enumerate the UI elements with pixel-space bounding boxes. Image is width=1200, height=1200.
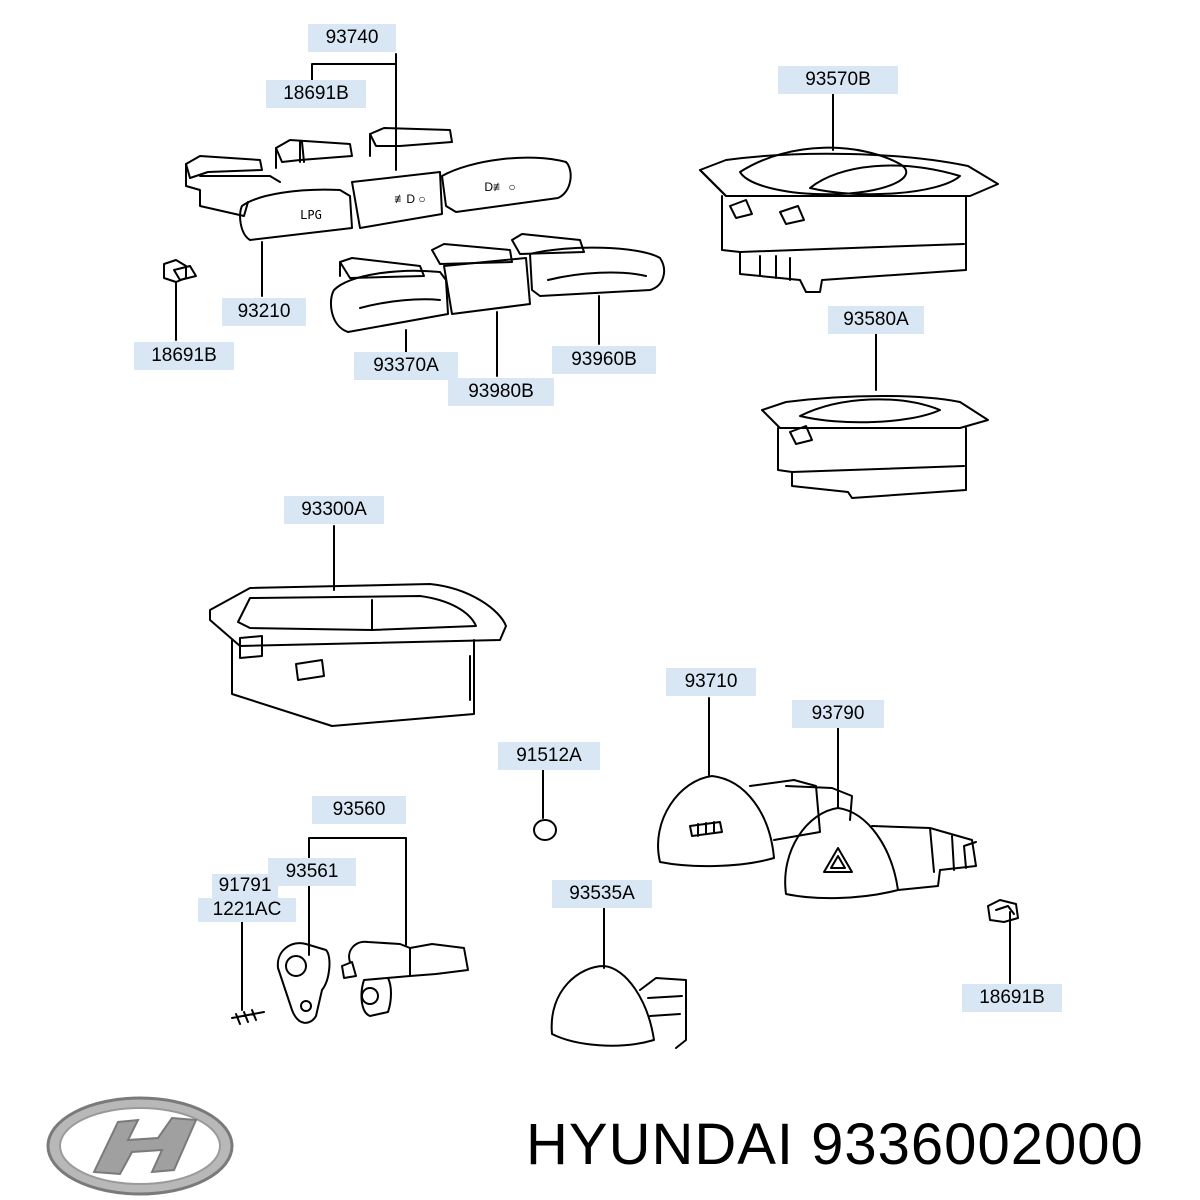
label-93580a: 93580A <box>828 306 924 334</box>
label-93570b: 93570B <box>778 66 898 94</box>
label-93300a: 93300A <box>284 496 384 524</box>
label-93370a: 93370A <box>354 352 458 380</box>
label-93535a: 93535A <box>552 880 652 908</box>
footer-part-title: HYUNDAI 9336002000 <box>526 1110 1190 1180</box>
label-93980b: 93980B <box>448 378 554 406</box>
hazard-triangle-icon <box>823 847 853 873</box>
label-18691b-right: 18691B <box>962 984 1062 1012</box>
label-93710: 93710 <box>666 668 756 696</box>
rear-fog-mark: D≢ ○ <box>484 180 516 194</box>
label-93210: 93210 <box>222 298 306 326</box>
switch-block-drawing <box>163 127 666 333</box>
dome-knob <box>550 965 687 1049</box>
leader-lines <box>175 53 1011 1011</box>
switch-housing-large <box>699 146 999 293</box>
bezel-frame <box>209 583 507 727</box>
rear-defrost-icon <box>689 821 723 837</box>
label-93790: 93790 <box>792 700 884 728</box>
label-91512a: 91512A <box>498 742 600 770</box>
hyundai-logo <box>46 1096 234 1196</box>
brand-name: HYUNDAI <box>526 1112 795 1177</box>
label-93561: 93561 <box>268 858 356 886</box>
fog-mark: ≢D ○ <box>394 192 426 206</box>
label-18691b-left: 18691B <box>134 342 234 370</box>
label-93960b: 93960B <box>552 346 656 374</box>
label-18691b-top: 18691B <box>266 80 366 108</box>
lamp-sockets <box>231 940 469 1025</box>
label-91791: 91791 <box>212 874 278 898</box>
label-93740: 93740 <box>308 24 396 52</box>
label-1221ac: 1221AC <box>198 898 296 922</box>
lpg-mark: LPG <box>300 208 322 222</box>
bolt-right <box>987 899 1019 923</box>
switch-housing-small <box>761 395 989 499</box>
part-number: 9336002000 <box>811 1112 1144 1177</box>
label-93560: 93560 <box>312 796 406 824</box>
round-switches <box>657 775 977 900</box>
